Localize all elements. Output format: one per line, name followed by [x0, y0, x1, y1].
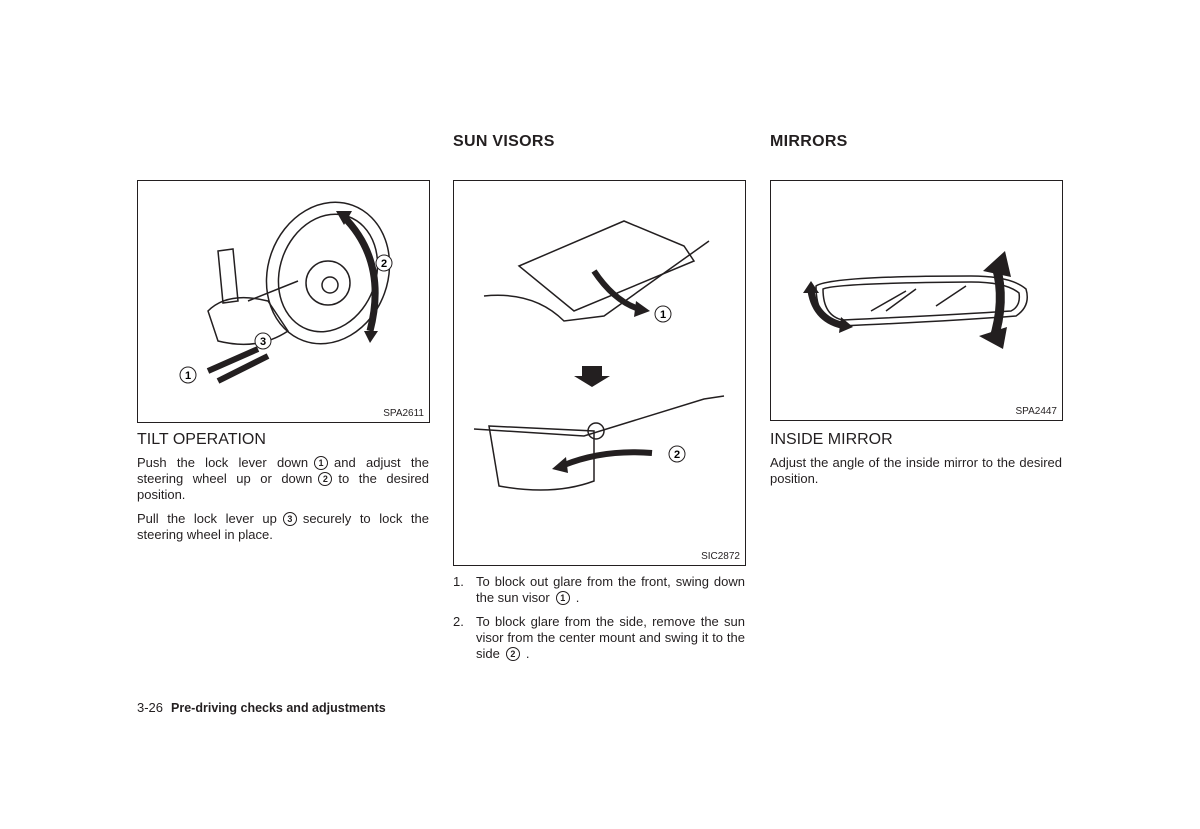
svg-text:2: 2 [674, 449, 680, 461]
inside-mirror-section: INSIDE MIRROR Adjust the angle of the in… [770, 431, 1062, 495]
section-heading: INSIDE MIRROR [770, 431, 893, 448]
sun-visor-instructions: 1.To block out glare from the front, swi… [453, 574, 745, 670]
mirror-figure: SPA2447 [770, 180, 1063, 421]
circled-number: 2 [505, 647, 520, 661]
tilt-figure: 2 3 1 SPA2611 [137, 180, 430, 423]
paragraph: Adjust the angle of the inside mirror to… [770, 455, 1062, 486]
svg-text:3: 3 [260, 336, 266, 348]
section-title: Pre-driving checks and adjustments [171, 701, 386, 715]
sun-visor-figure: 1 2 SIC2872 [453, 180, 746, 566]
section-heading: TILT OPERATION [137, 431, 266, 448]
list-item: 1.To block out glare from the front, swi… [453, 574, 745, 605]
page-number: 3-26 [137, 700, 164, 715]
circled-number: 1 [555, 591, 570, 605]
figure-code: SIC2872 [701, 551, 740, 562]
figure-code: SPA2611 [383, 408, 424, 419]
circled-number: 1 [314, 456, 329, 470]
svg-text:1: 1 [660, 309, 666, 321]
figure-code: SPA2447 [1015, 406, 1057, 417]
circled-number: 3 [282, 512, 297, 526]
page-heading: SUN VISORS [453, 133, 555, 150]
circled-number: 2 [318, 472, 333, 486]
sun-visor-illustration: 1 2 [473, 220, 725, 491]
steering-wheel-illustration: 2 3 1 [179, 201, 393, 384]
svg-text:1: 1 [185, 370, 191, 382]
list-item: 2.To block glare from the side, remove t… [453, 614, 745, 661]
inside-mirror-illustration [803, 251, 1028, 349]
page-heading: MIRRORS [770, 133, 848, 150]
svg-text:2: 2 [381, 258, 387, 270]
page-footer: 3-26 Pre-driving checks and adjustments [137, 700, 386, 715]
